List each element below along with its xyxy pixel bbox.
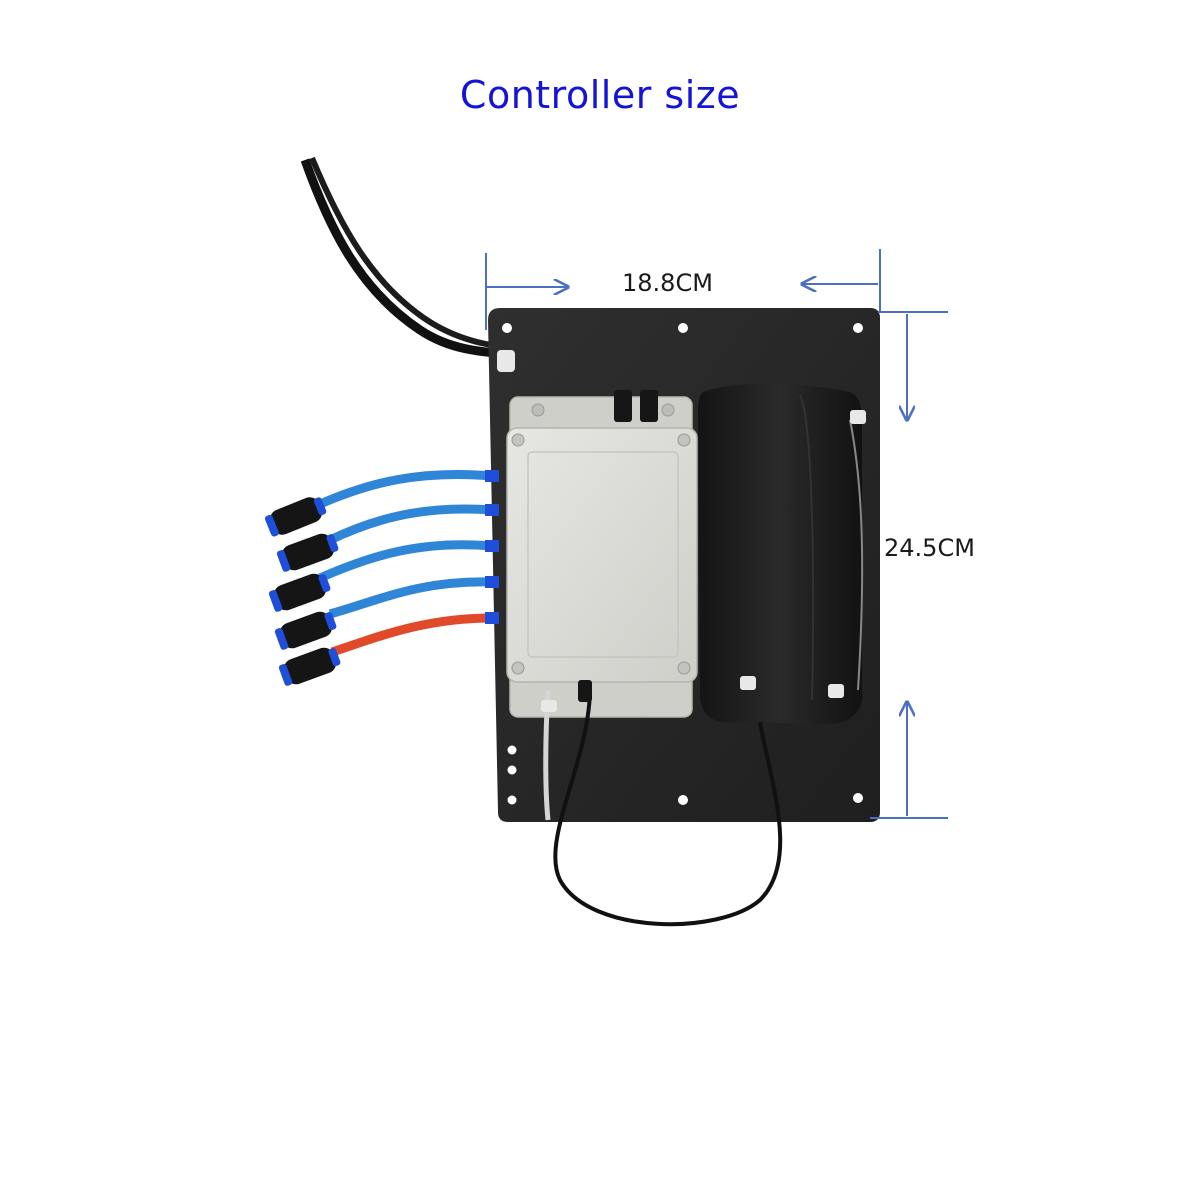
- cable-gland: [640, 390, 658, 422]
- mounting-hole: [507, 745, 517, 755]
- cable-gland: [614, 390, 632, 422]
- mounting-hole: [507, 795, 517, 805]
- mounting-hole: [507, 765, 517, 775]
- accessory-pouch: [698, 383, 866, 724]
- mounting-hole: [853, 793, 863, 803]
- cable-tie: [828, 684, 844, 698]
- width-dimension: [485, 249, 881, 330]
- cable-tie: [740, 676, 756, 690]
- pneumatic-tubes: [316, 470, 499, 657]
- controller-enclosure: [506, 390, 698, 718]
- sensor-cable-loop: [541, 680, 783, 927]
- blue-tube: [328, 577, 493, 619]
- height-dimension-label: 24.5CM: [884, 534, 975, 562]
- blue-tube: [328, 504, 493, 545]
- screw-icon: [677, 661, 691, 675]
- mounting-hole: [502, 323, 512, 333]
- cable-tie: [850, 410, 866, 424]
- screw-icon: [511, 661, 525, 675]
- mounting-hole: [853, 323, 863, 333]
- push-fit-fittings: [264, 497, 341, 686]
- screw-icon: [661, 403, 675, 417]
- blue-tube: [316, 470, 493, 510]
- screw-icon: [511, 433, 525, 447]
- width-dimension-label: 18.8CM: [622, 269, 713, 297]
- cable-tie: [541, 700, 557, 712]
- cable-tie: [497, 350, 515, 372]
- height-dimension: [870, 311, 948, 819]
- mounting-hole: [678, 323, 688, 333]
- screw-icon: [531, 403, 545, 417]
- screw-icon: [677, 433, 691, 447]
- blue-tube: [318, 540, 493, 583]
- mounting-hole: [678, 795, 688, 805]
- page-title: Controller size: [459, 73, 741, 117]
- red-tube: [330, 613, 493, 657]
